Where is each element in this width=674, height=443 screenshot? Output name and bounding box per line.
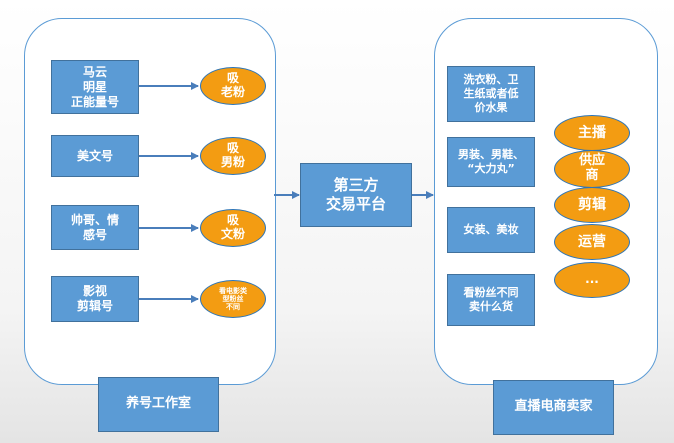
account-box-film-edit: 影视 剪辑号 — [51, 276, 139, 322]
role-oval-editor: 剪辑 — [554, 187, 630, 223]
group-label-live-seller: 直播电商卖家 — [493, 380, 614, 435]
result-oval-film-fans: 看电影类 型粉丝 不同 — [200, 280, 266, 318]
role-oval-supplier: 供应 商 — [554, 150, 630, 188]
product-box-daily-goods: 洗衣粉、卫 生纸或者低 价水果 — [447, 66, 535, 122]
role-oval-operations: 运营 — [554, 224, 630, 260]
result-oval-literary-fans: 吸 文粉 — [200, 209, 266, 247]
group-label-studio: 养号工作室 — [98, 377, 219, 432]
result-oval-old-fans: 吸 老粉 — [200, 67, 266, 105]
role-oval-anchor: 主播 — [554, 115, 630, 151]
product-box-womenswear: 女装、美妆 — [447, 207, 535, 253]
platform-box: 第三方 交易平台 — [300, 163, 412, 227]
product-box-by-fans: 看粉丝不同 卖什么货 — [447, 274, 535, 326]
account-box-essay: 美文号 — [51, 135, 139, 177]
role-oval-more: ... — [554, 262, 630, 298]
product-box-menswear: 男装、男鞋、 “大力丸” — [447, 137, 535, 187]
account-box-celebrity: 马云 明星 正能量号 — [51, 60, 139, 114]
account-box-handsome: 帅哥、情 感号 — [51, 205, 139, 250]
result-oval-male-fans: 吸 男粉 — [200, 137, 266, 175]
